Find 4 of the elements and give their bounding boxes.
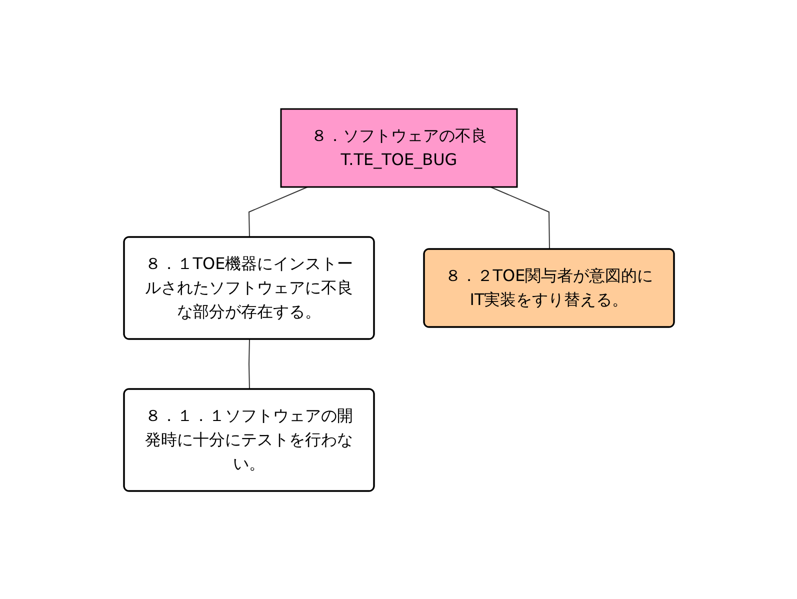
- connector: [248, 338, 250, 390]
- connector: [248, 186, 308, 238]
- connector: [489, 186, 550, 250]
- node-box: ８．ソフトウェアの不良 T.TE_TOE_BUG: [280, 108, 518, 188]
